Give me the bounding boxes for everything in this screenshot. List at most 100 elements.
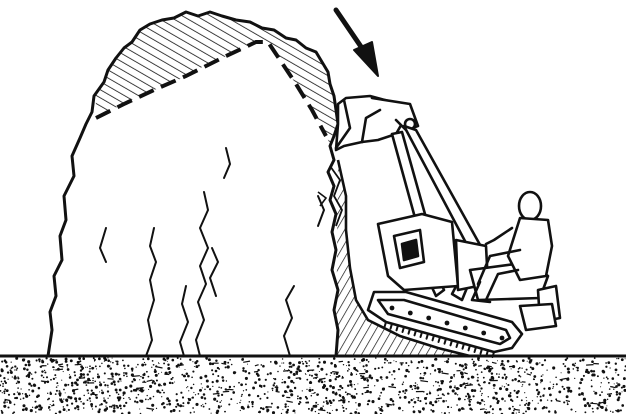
ground-speck bbox=[420, 360, 423, 363]
ground-speck bbox=[318, 361, 320, 363]
ground-speck bbox=[360, 362, 361, 363]
ground-speck bbox=[248, 394, 251, 397]
ground-speck bbox=[423, 367, 424, 368]
ground-speck bbox=[111, 372, 114, 375]
ground-speck bbox=[312, 393, 313, 394]
ground-speck bbox=[417, 399, 419, 401]
ground-speck bbox=[290, 371, 293, 374]
ground-speck bbox=[227, 362, 229, 364]
ground-speck bbox=[1, 411, 3, 413]
ground-speck bbox=[201, 383, 202, 384]
ground-speck bbox=[563, 388, 565, 390]
ground-speck bbox=[453, 374, 455, 376]
ground-stroke bbox=[283, 371, 290, 372]
ground-speck bbox=[267, 373, 269, 375]
ground-speck bbox=[424, 372, 427, 375]
ground-speck bbox=[518, 375, 520, 377]
ground-speck bbox=[289, 362, 292, 365]
ground-speck bbox=[578, 387, 580, 389]
ground-speck bbox=[168, 399, 171, 402]
ground-speck bbox=[181, 374, 183, 376]
ground-speck bbox=[567, 402, 568, 403]
ground-speck bbox=[362, 358, 365, 361]
ground-speck bbox=[579, 360, 581, 362]
ground-speck bbox=[601, 391, 603, 393]
ground-speck bbox=[273, 384, 275, 386]
ground-speck bbox=[282, 379, 283, 380]
ground-speck bbox=[23, 367, 26, 370]
ground-speck bbox=[245, 389, 247, 391]
ground-speck bbox=[7, 371, 9, 373]
ground-speck bbox=[258, 378, 261, 381]
ground-speck bbox=[505, 378, 507, 380]
ground-speck bbox=[479, 402, 482, 405]
ground-speck bbox=[416, 386, 419, 389]
ground-speck bbox=[567, 371, 570, 374]
ground-speck bbox=[602, 370, 605, 373]
ground-speck bbox=[199, 389, 202, 392]
ground-speck bbox=[47, 363, 48, 364]
ground-speck bbox=[220, 387, 222, 389]
ground-stroke bbox=[41, 381, 49, 382]
ground-speck bbox=[499, 408, 502, 411]
ground-speck bbox=[527, 407, 529, 409]
ground-speck bbox=[618, 396, 621, 399]
ground-speck bbox=[116, 361, 118, 363]
ground-speck bbox=[77, 408, 79, 410]
ground-speck bbox=[271, 403, 273, 405]
ground-speck bbox=[371, 400, 374, 403]
ground-speck bbox=[287, 385, 290, 388]
ground-speck bbox=[366, 359, 368, 361]
ground-speck bbox=[491, 367, 493, 369]
ground-speck bbox=[14, 365, 16, 367]
ground-speck bbox=[608, 394, 611, 397]
ground-speck bbox=[327, 390, 328, 391]
ground-speck bbox=[162, 389, 164, 391]
ground-speck bbox=[195, 365, 198, 368]
ground-speck bbox=[276, 385, 277, 386]
ground-stroke bbox=[478, 366, 482, 367]
ground-stroke bbox=[223, 391, 229, 392]
ground-speck bbox=[53, 369, 54, 370]
ground-speck bbox=[105, 407, 108, 410]
ground-speck bbox=[308, 389, 311, 392]
ground-speck bbox=[151, 367, 152, 368]
ground-speck bbox=[353, 396, 356, 399]
ground-speck bbox=[116, 363, 118, 365]
ground-speck bbox=[524, 392, 525, 393]
ground-speck bbox=[107, 384, 109, 386]
ground-speck bbox=[615, 363, 617, 365]
ground-speck bbox=[94, 360, 95, 361]
ground-speck bbox=[574, 378, 575, 379]
ground-speck bbox=[123, 364, 125, 366]
ground-speck bbox=[140, 400, 143, 403]
ground-speck bbox=[332, 410, 333, 411]
ground-stroke bbox=[480, 409, 485, 410]
ground-speck bbox=[288, 376, 291, 379]
ground-speck bbox=[224, 411, 226, 413]
ground-speck bbox=[136, 397, 138, 399]
ground-speck bbox=[416, 368, 417, 369]
ground-speck bbox=[231, 364, 233, 366]
ground-speck bbox=[3, 390, 5, 392]
ground-speck bbox=[148, 399, 149, 400]
ground-speck bbox=[113, 380, 116, 383]
ground-speck bbox=[458, 408, 460, 410]
ground-speck bbox=[104, 361, 105, 362]
ground-speck bbox=[442, 393, 444, 395]
ground-speck bbox=[591, 379, 593, 381]
ground-speck bbox=[242, 370, 244, 372]
ground-speck bbox=[558, 391, 561, 394]
ground-speck bbox=[395, 361, 396, 362]
ground-speck bbox=[481, 399, 484, 402]
ground-speck bbox=[454, 392, 457, 395]
ground-speck bbox=[592, 411, 594, 413]
ground-speck bbox=[50, 393, 53, 396]
ground-speck bbox=[417, 397, 419, 399]
ground-speck bbox=[164, 359, 166, 361]
ground-speck bbox=[206, 385, 209, 388]
ground-speck bbox=[501, 398, 504, 401]
ground-speck bbox=[316, 393, 319, 396]
ground-speck bbox=[347, 384, 349, 386]
